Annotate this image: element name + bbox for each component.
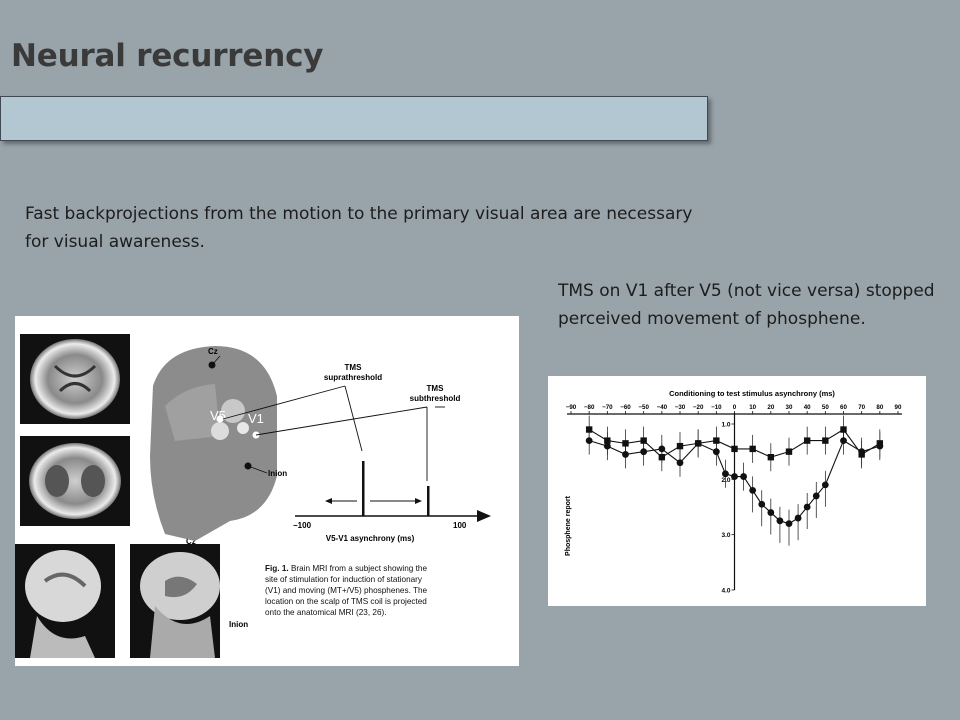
- chart-x-tick-label: 40: [804, 404, 811, 411]
- chart-point-circle: [812, 492, 820, 500]
- chart-point-square: [785, 448, 793, 455]
- phosphene-chart: Conditioning to test stimulus asynchrony…: [565, 389, 902, 595]
- chart-x-tick-label: −90: [566, 404, 577, 411]
- svg-text:onto the anatomical MRI (23, 2: onto the anatomical MRI (23, 26).: [265, 608, 387, 617]
- chart-x-tick-label: −30: [675, 404, 686, 411]
- chart-point-circle: [803, 503, 811, 511]
- chart-point-square: [676, 442, 684, 450]
- mri-sagittal-slice-right: [130, 544, 220, 658]
- chart-x-tick-label: −70: [602, 404, 613, 411]
- tms-supra-label-1: TMS: [345, 363, 363, 372]
- tms-pointer-lines: [222, 385, 445, 481]
- v5-label: V5: [210, 408, 226, 423]
- chart-x-tick-label: −20: [693, 404, 704, 411]
- inion-label-bottom: Inion: [229, 620, 248, 629]
- chart-x-tick-label: 60: [840, 404, 847, 411]
- svg-text:Fig. 1. Brain MRI from a subje: Fig. 1. Brain MRI from a subject showing…: [265, 564, 427, 573]
- head-render: [150, 346, 277, 541]
- chart-point-circle: [749, 487, 757, 494]
- chart-x-tick-label: −10: [711, 404, 722, 411]
- chart-point-circle: [840, 437, 847, 444]
- tms-supra-label-2: suprathreshold: [324, 373, 382, 382]
- mri-figure-panel: Cz Inion Cz V5 V1 Inion TMS suprathresho…: [15, 316, 519, 666]
- chart-x-tick-label: −80: [584, 404, 595, 411]
- chart-point-circle: [776, 517, 784, 525]
- chart-x-tick-label: −50: [638, 404, 649, 411]
- slide-title: Neural recurrency: [11, 38, 324, 74]
- chart-x-tick-label: 70: [858, 404, 865, 411]
- chart-point-circle: [821, 481, 829, 489]
- chart-point-circle: [767, 509, 775, 516]
- chart-point-circle: [858, 448, 866, 456]
- cz-label-top: Cz: [208, 347, 218, 356]
- mri-figure: Cz Inion Cz V5 V1 Inion TMS suprathresho…: [15, 334, 491, 658]
- chart-x-tick-label: 80: [876, 404, 883, 411]
- lead-text: Fast backprojections from the motion to …: [25, 204, 693, 252]
- chart-title: Conditioning to test stimulus asynchrony…: [669, 389, 835, 398]
- chart-ylabel: Phosphene report: [565, 495, 572, 556]
- chart-point-circle: [740, 473, 747, 480]
- chart-point-circle: [785, 520, 793, 527]
- chart-point-square: [822, 437, 829, 444]
- chart-point-circle: [585, 437, 593, 444]
- chart-point-circle: [603, 442, 611, 450]
- sub-pulse: [427, 486, 430, 516]
- chart-x-tick-label: 10: [749, 404, 756, 411]
- chart-point-circle: [658, 445, 666, 453]
- title-underline-bar: [0, 96, 708, 141]
- phosphene-chart-panel: Conditioning to test stimulus asynchrony…: [548, 376, 926, 606]
- chart-point-circle: [712, 448, 720, 456]
- chart-point-circle: [676, 459, 684, 467]
- chart-point-circle: [722, 470, 729, 478]
- mri-sagittal-slice-left: [15, 544, 115, 658]
- figure-caption: Fig. 1. Brain MRI from a subject showing…: [265, 564, 428, 617]
- chart-y-tick-label: 1.0: [721, 422, 730, 429]
- chart-x-tick-label: 20: [767, 404, 774, 411]
- v1-label: V1: [248, 411, 264, 426]
- chart-y-tick-label: 4.0: [721, 588, 730, 595]
- chart-x-tick-label: 30: [786, 404, 793, 411]
- chart-point-circle: [758, 500, 766, 508]
- chart-point-circle: [640, 448, 648, 456]
- chart-y-tick-label: 2.0: [721, 477, 730, 484]
- chart-point-circle: [794, 514, 802, 522]
- side-note: TMS on V1 after V5 (not vice versa) stop…: [558, 281, 935, 329]
- chart-point-circle: [876, 442, 884, 450]
- chart-x-tick-label: 0: [733, 404, 737, 411]
- mri-axial-slice-2: [20, 436, 130, 526]
- chart-point-square: [767, 454, 775, 461]
- chart-point-square: [749, 445, 756, 453]
- chart-x-tick-label: −40: [657, 404, 668, 411]
- tms-sub-label-2: subthreshold: [410, 394, 461, 403]
- svg-text:site of stimulation for induct: site of stimulation for induction of sta…: [265, 575, 423, 584]
- tms-sub-label-1: TMS: [427, 384, 445, 393]
- chart-x-tick-label: −60: [620, 404, 631, 411]
- axis-max-label: 100: [453, 521, 467, 530]
- chart-point-circle: [694, 439, 702, 447]
- chart-point-square: [803, 437, 811, 444]
- chart-x-tick-label: 90: [895, 404, 902, 411]
- inion-label-top: Inion: [268, 469, 287, 478]
- chart-y-tick-label: 3.0: [721, 532, 730, 539]
- axis-min-label: −100: [293, 521, 312, 530]
- mri-axial-slice-1: [20, 334, 130, 424]
- asynchrony-axis: [295, 498, 491, 522]
- axis-title: V5-V1 asynchrony (ms): [326, 534, 415, 543]
- cz-label-bottom: Cz: [186, 537, 196, 546]
- chart-x-tick-label: 50: [822, 404, 829, 411]
- supra-pulse: [362, 461, 365, 516]
- chart-point-circle: [622, 451, 629, 458]
- svg-text:location on the scalp of TMS c: location on the scalp of TMS coil is pro…: [265, 597, 427, 606]
- svg-text:(V1) and moving (MT+/V5) phosp: (V1) and moving (MT+/V5) phosphenes. The: [265, 586, 428, 595]
